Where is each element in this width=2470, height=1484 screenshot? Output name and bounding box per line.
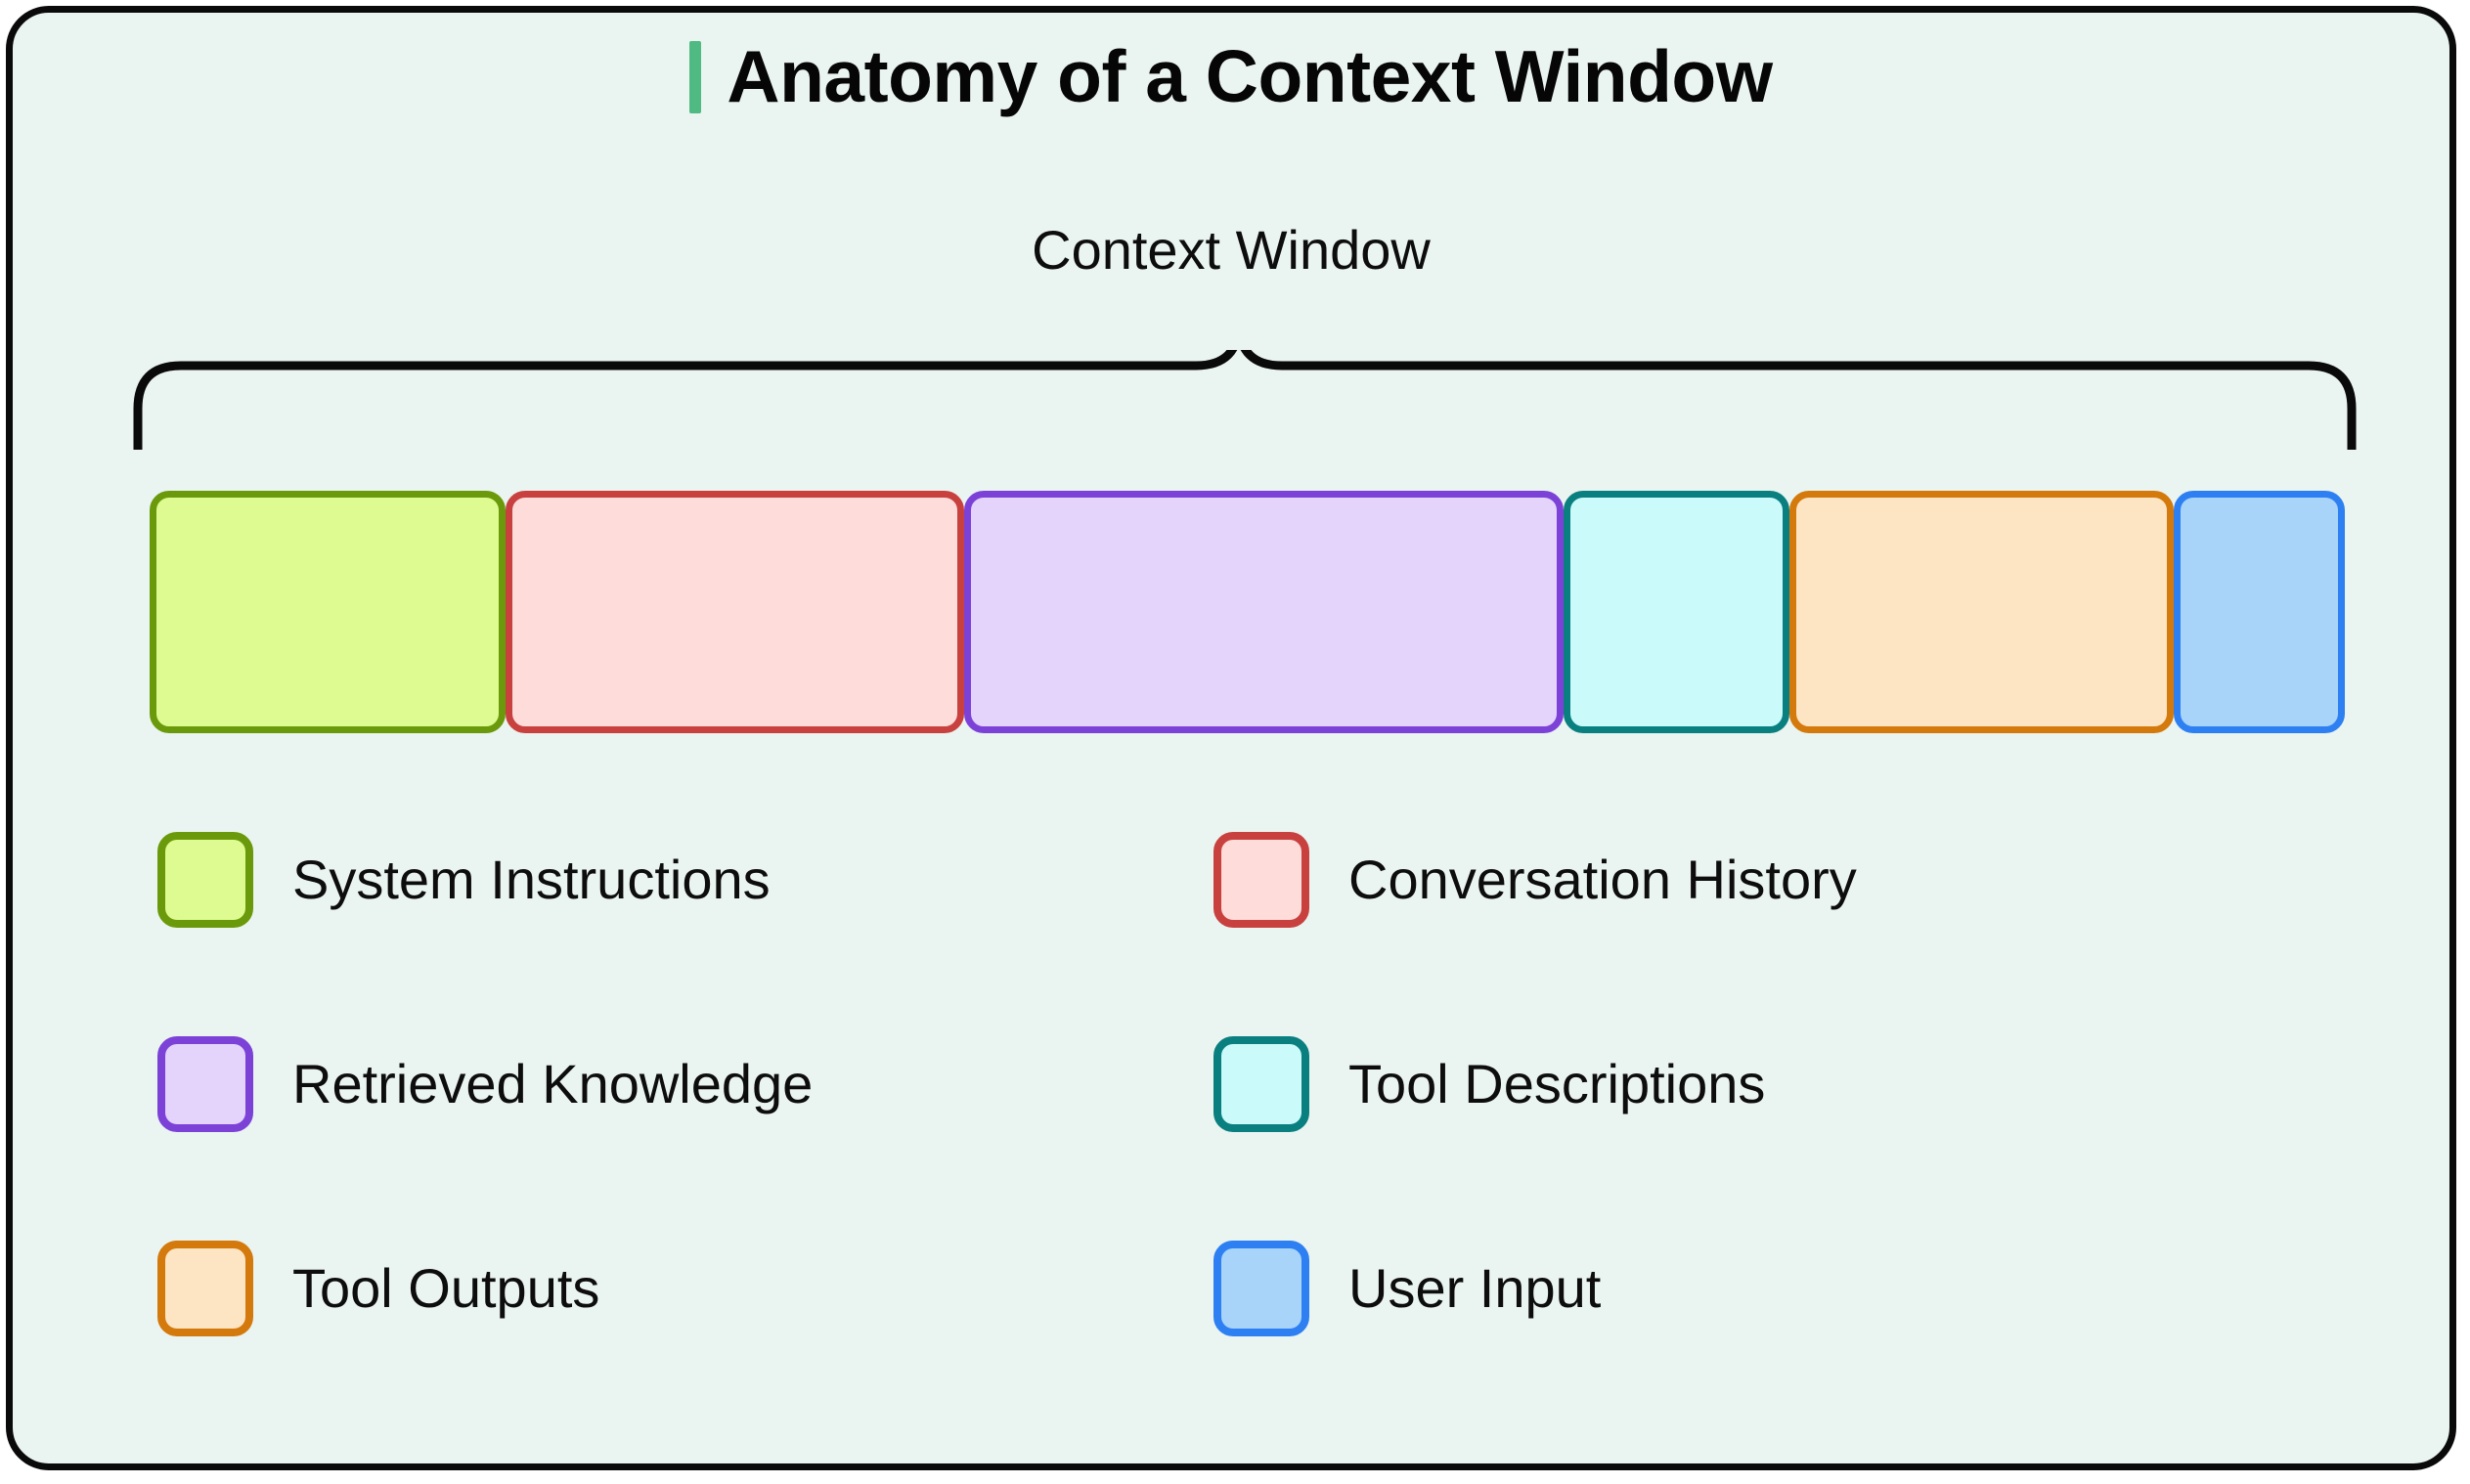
legend-item-system-instructions[interactable]: System Instructions [157,832,771,928]
segment-retrieved-knowledge[interactable] [963,491,1564,733]
context-window-label: Context Window [1032,219,1431,281]
legend-item-tool-outputs[interactable]: Tool Outputs [157,1241,599,1336]
context-window-bar [150,491,2345,733]
legend-swatch-icon [157,1036,253,1132]
segment-user-input[interactable] [2173,491,2345,733]
legend-swatch-icon [1213,1036,1309,1132]
legend-item-tool-descriptions[interactable]: Tool Descriptions [1213,1036,1765,1132]
legend-item-label: Tool Descriptions [1348,1053,1766,1114]
legend-item-retrieved-knowledge[interactable]: Retrieved Knowledge [157,1036,813,1132]
legend-swatch-icon [157,832,253,928]
diagram-card: Anatomy of a Context Window Context Wind… [6,6,2456,1470]
legend-item-conversation-history[interactable]: Conversation History [1213,832,1857,928]
segment-tool-outputs[interactable] [1789,491,2174,733]
legend-item-user-input[interactable]: User Input [1213,1241,1601,1336]
legend-swatch-icon [1213,1241,1309,1336]
legend-row: System Instructions Conversation History [13,832,2449,1036]
legend-row: Tool Outputs User Input [13,1241,2449,1445]
curly-brace-icon [133,350,2357,450]
legend-swatch-icon [157,1241,253,1336]
segment-conversation-history[interactable] [505,491,964,733]
segment-system-instructions[interactable] [150,491,506,733]
legend: System Instructions Conversation History… [13,832,2449,1445]
legend-item-label: Retrieved Knowledge [292,1053,814,1114]
legend-item-label: User Input [1348,1257,1602,1319]
legend-item-label: Tool Outputs [292,1257,600,1319]
legend-item-label: Conversation History [1348,849,1857,910]
legend-row: Retrieved Knowledge Tool Descriptions [13,1036,2449,1241]
title-text: Anatomy of a Context Window [727,35,1773,117]
title-accent-bar [689,40,702,113]
legend-item-label: System Instructions [292,849,771,910]
legend-swatch-icon [1213,832,1309,928]
segment-tool-descriptions[interactable] [1563,491,1789,733]
page-title: Anatomy of a Context Window [13,40,2449,113]
